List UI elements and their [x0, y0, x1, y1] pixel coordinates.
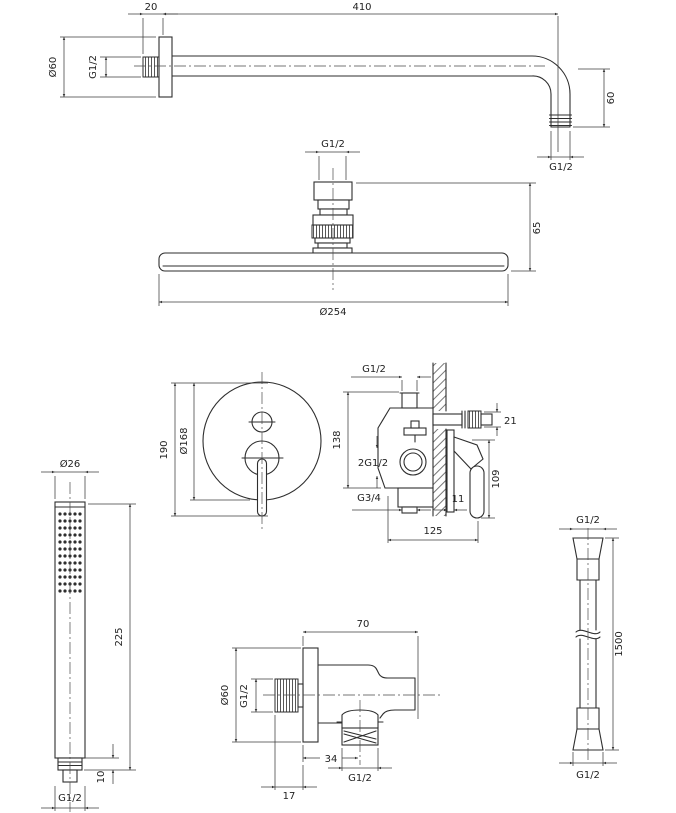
hand-shower-outline — [54, 482, 86, 812]
dim-arm-drop: 60 — [606, 92, 617, 105]
hose-dimensions: G1/2 1500 G1/2 — [559, 515, 625, 781]
rain-head-dimensions: G1/2 65 Ø254 — [158, 139, 543, 318]
wall-elbow-view: 70 Ø60 G1/2 34 G1/2 — [219, 619, 440, 802]
dim-elbow-flange-diameter: Ø60 — [219, 685, 231, 706]
dim-head-height: 65 — [532, 222, 543, 235]
shower-arm-view: 20 410 Ø60 G1/2 60 G1/2 — [47, 2, 617, 173]
mixer-front-view: 190 Ø168 — [159, 372, 322, 530]
shower-arm-dimensions: 20 410 Ø60 G1/2 60 G1/2 — [47, 2, 617, 173]
dim-arm-wall-offset: 20 — [145, 2, 158, 13]
wall-elbow-dimensions: 70 Ø60 G1/2 34 G1/2 — [219, 619, 419, 802]
arm-tube-inner — [171, 75, 552, 128]
dim-mixer-bottom-thread: G3/4 — [357, 493, 381, 504]
dim-arm-flange-diameter: Ø60 — [47, 57, 59, 78]
dim-mixer-side-ports-thread: 2G1/2 — [358, 458, 388, 469]
dim-mixer-height: 190 — [159, 440, 170, 459]
rain-head-outline — [158, 168, 509, 290]
dim-hose-top-thread: G1/2 — [576, 515, 600, 526]
hand-shower-dimensions: Ø26 225 10 G1/2 — [41, 458, 136, 811]
dim-elbow-length: 70 — [357, 619, 370, 630]
wall-elbow-outline — [263, 647, 440, 765]
hand-shower-view: Ø26 225 10 G1/2 — [41, 458, 136, 812]
hose-view: G1/2 1500 G1/2 — [559, 515, 625, 781]
mixer-bottom-port — [401, 506, 418, 514]
dim-mixer-side-outlet: 21 — [504, 416, 517, 427]
wall-hatch-lower — [433, 429, 446, 516]
dim-hand-shower-length: 225 — [114, 627, 125, 646]
mixer-valve-body — [377, 407, 434, 489]
mixer-side-view: G1/2 138 21 2G1/2 G3/4 — [332, 362, 517, 543]
dim-mixer-overall-width: 125 — [423, 526, 442, 537]
elbow-inlet-thread — [274, 678, 299, 713]
mixer-side-outlet — [432, 410, 493, 429]
rain-head-view: G1/2 65 Ø254 — [158, 139, 543, 318]
dim-hand-shower-connector: 10 — [96, 771, 107, 784]
dim-mixer-handle-length: 109 — [491, 469, 502, 488]
arm-tube-outer — [171, 55, 571, 128]
mixer-front-outline — [202, 372, 322, 530]
mixer-top-port — [401, 392, 418, 409]
head-knurled-nut — [311, 224, 354, 239]
dim-head-diameter: Ø254 — [320, 306, 347, 318]
dim-arm-wall-thread: G1/2 — [88, 55, 99, 79]
mixer-cartridge-detail — [403, 420, 427, 443]
mixer-handle-lever-side — [453, 436, 484, 470]
dim-elbow-outlet-thread: G1/2 — [348, 773, 372, 784]
hose-outline — [572, 528, 604, 762]
dim-mixer-plate-offset: 11 — [452, 494, 465, 505]
shower-arm-outline — [134, 36, 573, 128]
dim-mixer-top-thread: G1/2 — [362, 364, 386, 375]
dim-hose-bottom-thread: G1/2 — [576, 770, 600, 781]
arm-wall-flange — [158, 36, 173, 98]
mixer-side-wall — [432, 362, 447, 517]
dim-hand-shower-thread: G1/2 — [58, 793, 82, 804]
dim-mixer-body-height: 138 — [332, 430, 343, 449]
dim-hand-shower-diameter: Ø26 — [60, 458, 81, 470]
mixer-escutcheon-side — [446, 429, 455, 513]
mixer-front-dimensions: 190 Ø168 — [159, 382, 268, 517]
dim-arm-length: 410 — [352, 2, 371, 13]
arm-end-thread-rings — [548, 114, 573, 127]
mixer-side-dimensions: G1/2 138 21 2G1/2 G3/4 — [332, 364, 517, 543]
dim-head-thread: G1/2 — [321, 139, 345, 150]
dim-mixer-plate-diameter: Ø168 — [178, 428, 190, 455]
elbow-body-top — [317, 664, 416, 679]
dim-elbow-inlet-depth: 17 — [283, 791, 296, 802]
mixer-side-outline — [377, 392, 493, 519]
wall-hatch-upper — [433, 363, 446, 411]
dim-elbow-outlet-offset: 34 — [325, 754, 338, 765]
head-disc — [158, 252, 509, 272]
dim-arm-end-thread: G1/2 — [549, 162, 573, 173]
mixer-handle-bar-side — [469, 465, 485, 519]
arm-wall-thread — [142, 56, 160, 78]
dim-elbow-inlet-thread: G1/2 — [239, 684, 250, 708]
dim-hose-length: 1500 — [614, 631, 625, 656]
